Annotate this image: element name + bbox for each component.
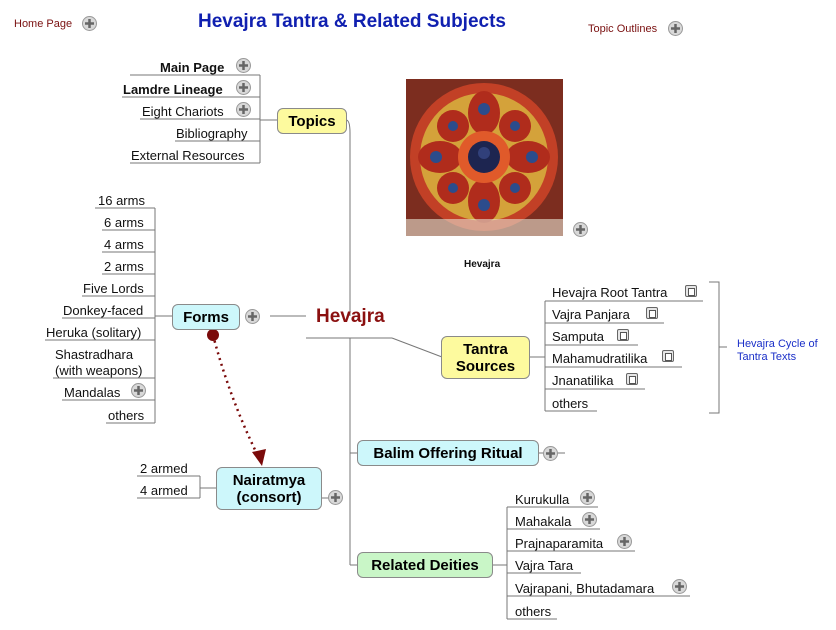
expand-icon[interactable]	[236, 58, 251, 73]
bracket-note: Hevajra Cycle of Tantra Texts	[737, 338, 818, 364]
form-mandalas[interactable]: Mandalas	[64, 385, 121, 400]
topic-lamdre-lineage[interactable]: Lamdre Lineage	[123, 82, 223, 97]
form-4-arms[interactable]: 4 arms	[104, 237, 144, 252]
form-with-weapons[interactable]: (with weapons)	[55, 363, 143, 378]
document-icon[interactable]	[685, 285, 697, 297]
deity-vajra-tara[interactable]: Vajra Tara	[515, 558, 574, 573]
source-samputa[interactable]: Samputa	[552, 329, 605, 344]
source-vajra-panjara[interactable]: Vajra Panjara	[552, 307, 630, 322]
deity-others[interactable]: others	[515, 604, 552, 619]
tantra-sources-label-2: Sources	[455, 357, 516, 375]
tantra-sources-node[interactable]: Tantra Sources	[441, 336, 530, 379]
expand-icon[interactable]	[82, 16, 97, 31]
form-five-lords[interactable]: Five Lords	[83, 281, 144, 296]
arrow-head	[252, 449, 266, 466]
expand-icon[interactable]	[328, 490, 343, 505]
central-topic[interactable]: Hevajra	[316, 306, 385, 327]
expand-icon[interactable]	[236, 80, 251, 95]
bracket-note-line-2: Tantra Texts	[737, 351, 797, 363]
expand-icon[interactable]	[131, 383, 146, 398]
nairatmya-node[interactable]: Nairatmya (consort)	[216, 467, 322, 510]
document-icon[interactable]	[626, 373, 638, 385]
form-donkey-faced[interactable]: Donkey-faced	[63, 303, 144, 318]
forms-node[interactable]: Forms	[172, 304, 240, 330]
nairatmya-label-2: (consort)	[236, 488, 302, 506]
related-deities-node[interactable]: Related Deities	[357, 552, 493, 578]
topic-outlines-link[interactable]: Topic Outlines	[588, 23, 658, 35]
hevajra-mandala-image[interactable]	[406, 79, 563, 236]
tantra-sources-label-1: Tantra	[463, 340, 508, 358]
document-icon[interactable]	[646, 307, 658, 319]
deity-vajrapani-bhutadamara[interactable]: Vajrapani, Bhutadamara	[515, 581, 655, 596]
expand-icon[interactable]	[236, 102, 251, 117]
home-page-link[interactable]: Home Page	[14, 18, 73, 30]
form-shastradhara[interactable]: Shastradhara	[55, 347, 134, 362]
topic-external-resources[interactable]: External Resources	[131, 148, 245, 163]
form-16-arms[interactable]: 16 arms	[98, 193, 145, 208]
deity-mahakala[interactable]: Mahakala	[515, 514, 572, 529]
page-title: Hevajra Tantra & Related Subjects	[198, 11, 506, 32]
expand-icon[interactable]	[582, 512, 597, 527]
topic-eight-chariots[interactable]: Eight Chariots	[142, 104, 224, 119]
document-icon[interactable]	[662, 350, 674, 362]
nairatmya-label-1: Nairatmya	[232, 471, 306, 489]
source-mahamudratilika[interactable]: Mahamudratilika	[552, 351, 648, 366]
balim-offering-node[interactable]: Balim Offering Ritual	[357, 440, 539, 466]
expand-icon[interactable]	[672, 579, 687, 594]
expand-icon[interactable]	[543, 446, 558, 461]
form-heruka-solitary[interactable]: Heruka (solitary)	[46, 325, 142, 340]
document-icon[interactable]	[617, 329, 629, 341]
expand-icon[interactable]	[580, 490, 595, 505]
expand-icon[interactable]	[668, 21, 683, 36]
expand-icon[interactable]	[617, 534, 632, 549]
deity-kurukulla[interactable]: Kurukulla	[515, 492, 570, 507]
expand-icon[interactable]	[245, 309, 260, 324]
topic-bibliography[interactable]: Bibliography	[176, 126, 248, 141]
topics-node[interactable]: Topics	[277, 108, 347, 134]
topic-main-page[interactable]: Main Page	[160, 60, 225, 75]
source-jnanatilika[interactable]: Jnanatilika	[552, 373, 614, 388]
deity-prajnaparamita[interactable]: Prajnaparamita	[515, 536, 604, 551]
form-2-arms[interactable]: 2 arms	[104, 259, 144, 274]
bracket-note-line-1: Hevajra Cycle of	[737, 338, 818, 350]
nairatmya-4-armed[interactable]: 4 armed	[140, 483, 188, 498]
form-others[interactable]: others	[108, 408, 145, 423]
form-6-arms[interactable]: 6 arms	[104, 215, 144, 230]
source-hevajra-root-tantra[interactable]: Hevajra Root Tantra	[552, 285, 668, 300]
source-others[interactable]: others	[552, 396, 589, 411]
image-caption: Hevajra	[464, 259, 501, 270]
expand-icon[interactable]	[573, 222, 588, 237]
nairatmya-2-armed[interactable]: 2 armed	[140, 461, 188, 476]
